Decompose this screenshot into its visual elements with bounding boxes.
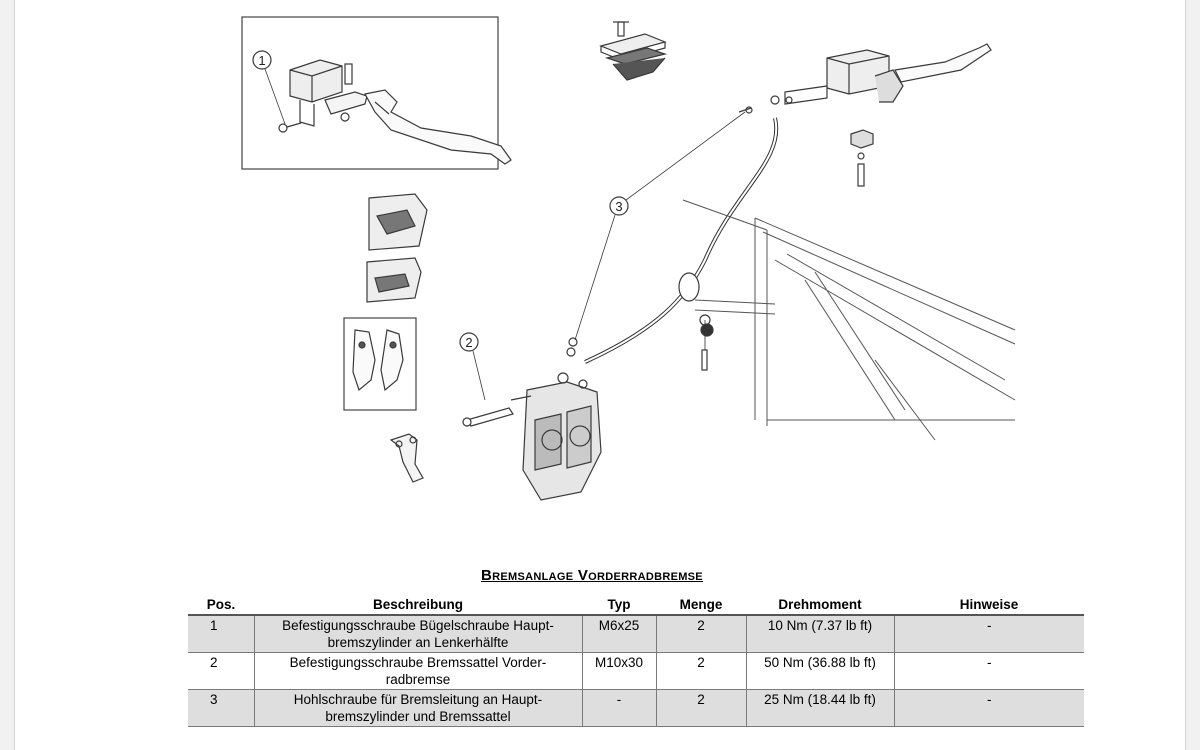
- table-row: 2 Befestigungsschraube Bremssattel Vorde…: [188, 652, 1084, 690]
- caliper-bolt: [466, 407, 514, 427]
- table-row: 1 Befestigungsschraube Bügelschraube Hau…: [188, 615, 1084, 653]
- desc-line: Befestigungsschraube Bügelschraube Haupt…: [282, 618, 554, 633]
- table-row: 3 Hohlschraube für Bremsleitung an Haupt…: [188, 689, 1084, 727]
- header-beschreibung: Beschreibung: [254, 596, 582, 616]
- cell-hinweise: -: [893, 652, 1084, 690]
- cell-pos: 1: [188, 615, 254, 653]
- callout-circle-2: [459, 332, 479, 352]
- cell-drehmoment: 25 Nm (18.44 lb ft): [745, 689, 894, 727]
- inset-master-cylinder-drawing: [278, 59, 512, 165]
- inset-frame: [241, 16, 499, 170]
- exploded-view-diagram: 1 2 3: [241, 16, 1016, 501]
- cell-typ: M10x30: [581, 652, 656, 690]
- desc-line: Befestigungsschraube Bremssattel Vorder-: [289, 655, 547, 670]
- pad-spring-drawing: [389, 433, 424, 483]
- desc-line: bremszylinder und Bremssattel: [325, 709, 511, 724]
- cell-hinweise: -: [893, 615, 1084, 653]
- table-header-row: Pos. Beschreibung Typ Menge Drehmoment H…: [188, 596, 1084, 616]
- header-typ: Typ: [582, 596, 656, 616]
- cell-hinweise: -: [893, 689, 1084, 727]
- brake-line: [584, 117, 779, 364]
- brake-caliper-drawing: [510, 372, 602, 501]
- callout-number-3: 3: [615, 199, 622, 214]
- cell-menge: 2: [655, 652, 746, 690]
- header-menge: Menge: [656, 596, 746, 616]
- cell-beschreibung: Befestigungsschraube Bügelschraube Haupt…: [253, 615, 582, 653]
- header-hinweise: Hinweise: [894, 596, 1084, 616]
- torque-spec-table: Pos. Beschreibung Typ Menge Drehmoment H…: [188, 596, 1084, 727]
- cell-drehmoment: 10 Nm (7.37 lb ft): [745, 615, 894, 653]
- section-title: Bremsanlage Vorderradbremse: [481, 567, 703, 584]
- master-cylinder-drawing: [738, 43, 992, 114]
- clamp-bracket-drawing: [850, 129, 874, 187]
- frame-tubes-drawing: [682, 199, 1016, 441]
- desc-line: Hohlschraube für Bremsleitung an Haupt-: [293, 692, 543, 707]
- cell-menge: 2: [655, 689, 746, 727]
- cell-pos: 2: [188, 652, 254, 690]
- reservoir-cap-drawing: [599, 21, 668, 81]
- callout-number-2: 2: [465, 335, 472, 350]
- brake-pad-frame: [343, 317, 417, 411]
- document-page: 1 2 3 Bremsanlage Vorderradbremse Pos. B…: [14, 0, 1186, 750]
- header-pos: Pos.: [188, 596, 254, 616]
- callout-circle-1: [252, 50, 272, 70]
- cell-typ: -: [581, 689, 656, 727]
- header-drehmoment: Drehmoment: [746, 596, 894, 616]
- cell-beschreibung: Hohlschraube für Bremsleitung an Haupt- …: [253, 689, 582, 727]
- cell-menge: 2: [655, 615, 746, 653]
- brake-pad-kits-drawing: [366, 193, 428, 303]
- callout-number-1: 1: [258, 53, 265, 68]
- cell-drehmoment: 50 Nm (36.88 lb ft): [745, 652, 894, 690]
- desc-line: bremszylinder an Lenkerhälfte: [327, 635, 509, 650]
- brake-pads-drawing: [352, 329, 404, 392]
- cell-beschreibung: Befestigungsschraube Bremssattel Vorder-…: [253, 652, 582, 690]
- desc-line: radbremse: [385, 672, 451, 687]
- cell-typ: M6x25: [581, 615, 656, 653]
- cell-pos: 3: [188, 689, 254, 727]
- callout-circle-3: [609, 196, 629, 216]
